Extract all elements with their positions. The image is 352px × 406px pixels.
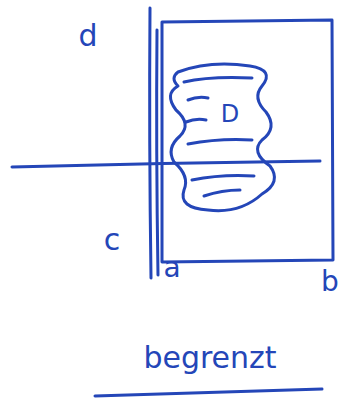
hatch <box>192 176 254 181</box>
rectangle <box>162 20 333 262</box>
hatch <box>186 119 206 122</box>
hatch <box>204 190 240 196</box>
axis-label: d <box>78 21 97 51</box>
hatch <box>188 97 208 100</box>
axis-label: a <box>163 254 180 282</box>
region-outline <box>170 64 274 211</box>
axis-label: c <box>104 225 121 255</box>
hatch <box>184 78 252 83</box>
region-label: D <box>218 101 242 127</box>
y-axis-double <box>157 30 158 275</box>
caption-word: begrenzt <box>143 343 276 373</box>
hatch <box>188 140 252 145</box>
axis-label: b <box>321 268 339 296</box>
x-axis <box>12 161 320 167</box>
underline <box>95 389 322 396</box>
y-axis <box>150 8 151 278</box>
